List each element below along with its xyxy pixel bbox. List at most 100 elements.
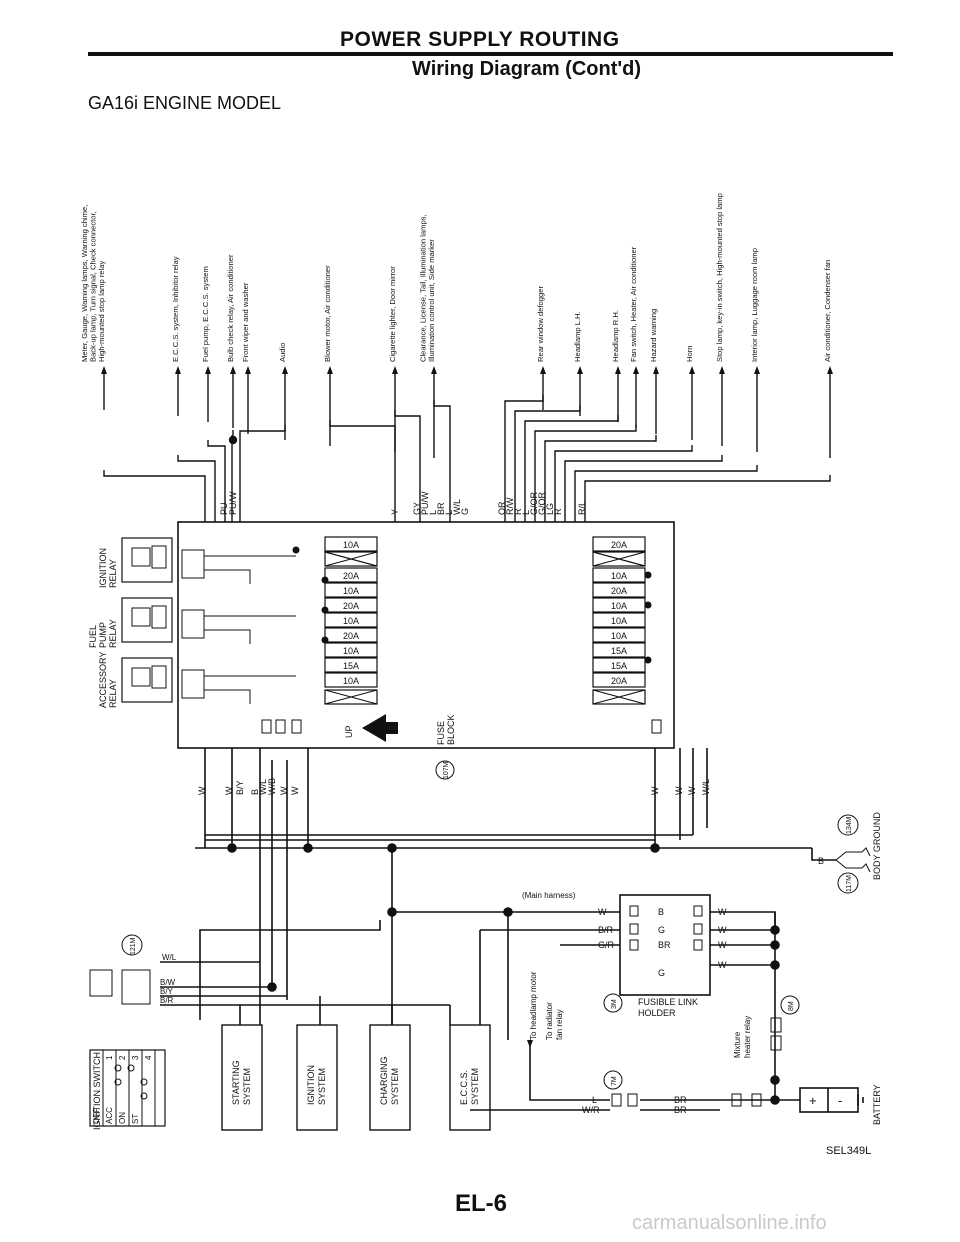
arrow-icon [327, 366, 333, 374]
system-box [296, 1024, 338, 1131]
fusible-link-terminal [693, 905, 703, 917]
trunk-wire [574, 465, 758, 522]
link-color: BR [658, 940, 671, 950]
load-labels: Meter, Gauge, Warning lamps, Warning chi… [80, 193, 833, 374]
fuse-rating: 10A [343, 616, 359, 626]
wire-color: GY [412, 502, 422, 515]
relay-contact [151, 545, 167, 569]
wire-color: PU/W [420, 491, 430, 515]
load-label: Horn [685, 346, 694, 362]
fuse-rating: 20A [611, 586, 627, 596]
connector-square [121, 969, 151, 1005]
wire-color: W [687, 786, 697, 795]
wire-color: W [674, 786, 684, 795]
load-label: Front wiper and washer [241, 282, 250, 362]
connector-id: 7M [611, 1076, 618, 1086]
wire-color: W [718, 925, 727, 935]
relay-coil [131, 667, 151, 687]
fuse-cell [592, 551, 646, 567]
wire-color: G/OR [537, 491, 547, 515]
switch-position: ON [118, 1112, 127, 1124]
fuse-cell [324, 657, 378, 673]
fusible-link-terminal [629, 939, 639, 951]
connector-square [770, 1017, 782, 1033]
trunk-wire [394, 410, 421, 522]
switch-position: OFF [92, 1108, 101, 1124]
ground-label: BODY GROUND [872, 812, 882, 880]
trunk-wire [554, 445, 693, 522]
ground-icon [835, 859, 871, 873]
wire-color: B/W [160, 978, 176, 987]
fuse-cell [592, 642, 646, 658]
watermark: carmanualsonline.info [632, 1212, 827, 1234]
connector-square [89, 969, 113, 997]
mixture-label: heater relay [743, 1016, 752, 1058]
fuse-rating: 20A [611, 540, 627, 550]
switch-position: ST [131, 1114, 140, 1124]
fuse-rating: 10A [611, 616, 627, 626]
arrow-icon [230, 366, 236, 374]
relay-terminal [181, 669, 205, 699]
wire-color: BR [674, 1105, 687, 1115]
page-subtitle: Wiring Diagram (Cont'd) [412, 58, 642, 80]
switch-terminal-number: 1 [105, 1055, 114, 1060]
fuse-cell [324, 567, 378, 583]
fuse-rating: 10A [343, 646, 359, 656]
wire-color: L [521, 510, 531, 515]
junction-dot [321, 606, 329, 614]
relay-wire [204, 689, 251, 704]
battery-terminal: - [838, 1093, 842, 1108]
fuse-cell [324, 627, 378, 643]
relay-terminal [181, 549, 205, 579]
fuse-block-label: FUSE [436, 721, 446, 745]
wire-color: LG [545, 503, 555, 515]
fuse-cell [592, 612, 646, 628]
ground-icon [835, 847, 871, 861]
wire-color: L [428, 510, 438, 515]
system-box [369, 1024, 411, 1131]
fuse-rating: 20A [343, 571, 359, 581]
load-label: High-mounted stop lamp relay [97, 260, 106, 362]
system-box [449, 1024, 491, 1131]
load-label: Stop lamp, key-in switch, High-mounted s… [715, 193, 724, 362]
connector-square [261, 719, 272, 734]
fuse-rating: 10A [611, 631, 627, 641]
switch-terminal-number: 4 [144, 1055, 153, 1060]
wire-color: L [592, 1095, 597, 1105]
relay-label: RELAY [108, 619, 118, 648]
system-box [221, 1024, 263, 1131]
junction-dot [228, 435, 238, 445]
trunk-wire [584, 475, 831, 522]
arrow-icon [431, 366, 437, 374]
switch-contact [140, 1092, 148, 1100]
load-label: Fuel pump, E.C.C.S. system [201, 266, 210, 362]
arrow-icon [633, 366, 639, 374]
wire-color: G [460, 508, 470, 515]
load-label: E.C.C.S. system, Inhibitor relay [171, 256, 180, 362]
load-label: Audio [278, 343, 287, 362]
switch-contact [114, 1078, 122, 1086]
arrow-icon [827, 366, 833, 374]
load-label: Rear window defogger [536, 286, 545, 362]
fuse-cell [324, 536, 378, 552]
load-label: Air conditioner, Condenser fan [823, 260, 832, 362]
system-label: SYSTEM [242, 1068, 252, 1105]
fuse-rating: 10A [343, 540, 359, 550]
battery-terminal: + [809, 1093, 817, 1108]
trunk-wire [239, 425, 286, 522]
fuse-rating: 20A [343, 601, 359, 611]
arrow-icon [392, 366, 398, 374]
relay-box [121, 537, 173, 583]
connector-badge [603, 993, 623, 1013]
wire-color: L [444, 510, 454, 515]
trunk-wire [544, 435, 657, 522]
relay-coil [131, 607, 151, 627]
harness-destination: fan relay [555, 1009, 564, 1040]
ground-wire-color: B [818, 856, 824, 866]
fuse-x [592, 551, 646, 567]
switch-contact [127, 1064, 135, 1072]
connector-square [275, 719, 286, 734]
wire-color: W/L [162, 953, 177, 962]
